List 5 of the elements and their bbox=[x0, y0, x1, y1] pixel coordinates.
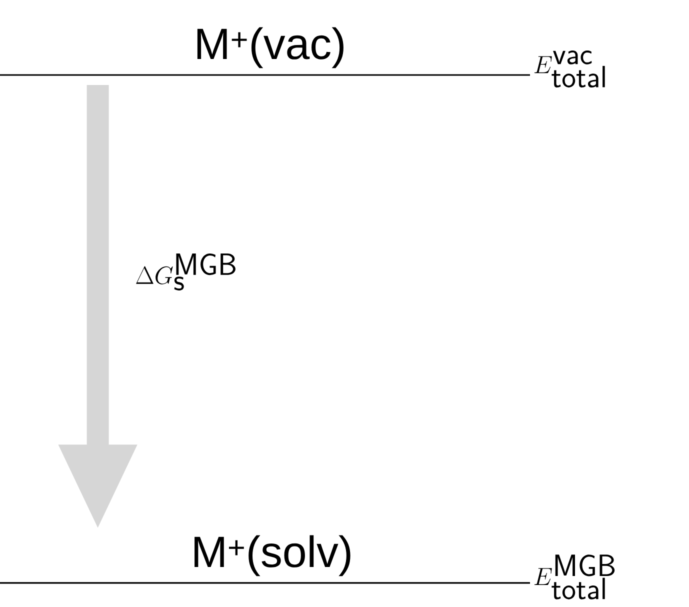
energy-label: $E_{\mathsf{total}}^{\mathsf{MGB}}$ bbox=[534, 554, 615, 600]
edge-label: $\Delta G_{\mathsf{s}}^{\mathsf{MGB}}$ bbox=[136, 254, 236, 290]
energy-label: $E_{\mathsf{total}}^{\mathsf{vac}}$ bbox=[534, 50, 605, 88]
energy-level: M$^{+}$(solv) bbox=[0, 535, 530, 584]
energy-level: M$^{+}$(vac) bbox=[0, 27, 530, 76]
